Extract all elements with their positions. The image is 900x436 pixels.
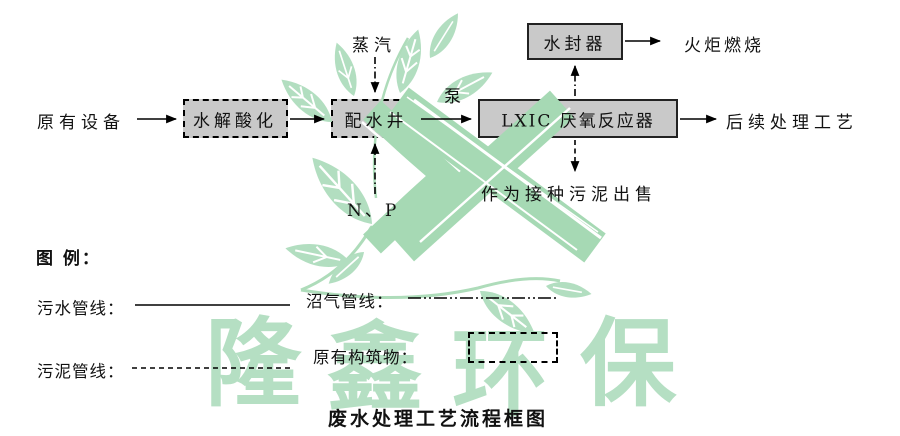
hydrolysis-label: 水解酸化 <box>193 111 277 132</box>
watermark-char-bao: 保 <box>580 307 676 420</box>
hydrolysis-box <box>183 99 288 138</box>
watermark-stem-left <box>300 225 374 292</box>
legend-sludge-label: 污泥管线： <box>37 362 125 381</box>
legend-heading: 图 例： <box>36 249 101 269</box>
watermark-char-long: 隆 <box>205 307 301 420</box>
source-equipment-label: 原有设备 <box>37 113 125 133</box>
np-label: N、P <box>347 201 400 221</box>
water-seal-label: 水封器 <box>543 34 607 55</box>
torch-label: 火炬燃烧 <box>684 36 764 56</box>
legend-structure-box-sample <box>468 332 558 363</box>
sludge-sale-label: 作为接种污泥出售 <box>481 185 657 205</box>
legend-sewage-label: 污水管线： <box>37 299 125 318</box>
water-seal-box <box>527 23 623 60</box>
lxic-reactor-label: LXIC 厌氧反应器 <box>501 111 655 132</box>
watermark-char-xin: 鑫 <box>327 311 423 424</box>
followup-process-label: 后续处理工艺 <box>726 113 858 133</box>
legend-biogas-label: 沼气管线： <box>306 292 394 311</box>
legend-structure-label: 原有构筑物： <box>313 348 418 367</box>
pump-label: 泵 <box>444 87 466 107</box>
distribution-well-label: 配水井 <box>344 111 408 132</box>
diagram-title: 废水处理工艺流程框图 <box>328 408 549 430</box>
steam-label: 蒸汽 <box>352 36 396 56</box>
